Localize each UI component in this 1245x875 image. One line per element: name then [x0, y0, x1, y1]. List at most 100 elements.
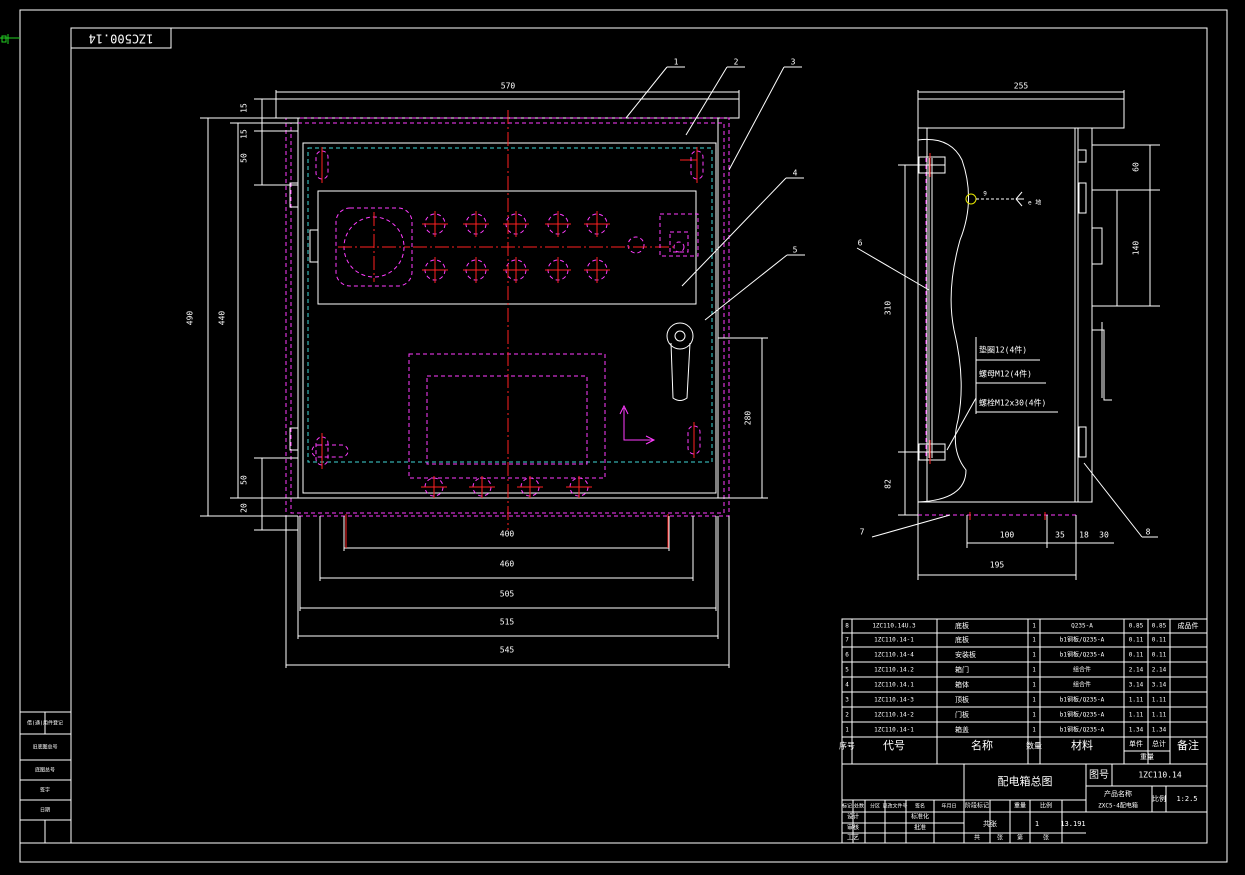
leader-number: 8	[1146, 528, 1151, 537]
dim-text: 255	[1014, 82, 1029, 91]
sheets-label: 共张	[983, 819, 997, 828]
part-qty: 1	[1032, 727, 1036, 734]
part-code: 1ZC110.14-2	[874, 712, 914, 719]
header-note: 备注	[1177, 738, 1199, 752]
hardware-callout: 螺母M12(4件)	[979, 369, 1032, 379]
dim-text: 310	[884, 301, 893, 316]
part-total-weight: 1.34	[1152, 727, 1167, 734]
part-name: 安装板	[955, 650, 976, 659]
dim-text: 515	[500, 618, 515, 627]
part-name: 底板	[955, 635, 969, 644]
header-total: 总计	[1152, 739, 1166, 748]
part-material: b1钢板/Q235-A	[1060, 696, 1105, 704]
dim-text: 280	[744, 411, 753, 426]
dim-text: 505	[500, 590, 515, 599]
leader-number: 7	[860, 528, 865, 537]
leader	[681, 177, 787, 287]
leader-number: 1	[674, 58, 679, 67]
mark-row-cell: 标记	[842, 803, 852, 810]
component-box	[408, 353, 606, 479]
dim-text: 15	[240, 129, 249, 139]
part-qty: 1	[1032, 712, 1036, 719]
scale-label: 比例	[1152, 794, 1166, 803]
side-box	[1091, 189, 1118, 307]
part-unit-weight: 1.11	[1129, 712, 1144, 719]
sheet-count: 1	[1035, 820, 1039, 828]
header-weight: 重量	[1140, 753, 1154, 761]
dim-text: 18	[1079, 531, 1089, 540]
drawing-name: 配电箱总图	[998, 774, 1053, 788]
part-code: 1ZC110.14U.3	[872, 623, 916, 630]
outer-border	[19, 9, 1228, 863]
part-no: 7	[845, 637, 849, 644]
dim-text: 100	[1000, 531, 1015, 540]
component-box-inner	[426, 375, 588, 465]
title-stamp-box	[70, 27, 172, 49]
leader	[704, 254, 788, 321]
hinge	[289, 182, 299, 208]
role-label: 设计	[847, 813, 859, 821]
product-label: 产品名称	[1104, 789, 1132, 798]
part-name: 箱体	[955, 680, 969, 689]
part-qty: 1	[1032, 682, 1036, 689]
side-view	[856, 90, 1160, 580]
part-no: 6	[845, 652, 849, 659]
corner-mark	[1, 35, 7, 43]
leader	[856, 247, 930, 291]
dim-text: 50	[240, 475, 249, 485]
header-name: 名称	[971, 738, 993, 752]
front-view	[200, 66, 805, 668]
dim-text: 15	[240, 103, 249, 113]
handle-ring	[666, 322, 694, 350]
part-total-weight: 1.11	[1152, 712, 1167, 719]
part-name: 门板	[955, 710, 969, 719]
side-handle	[1092, 329, 1112, 401]
side-top-cap	[917, 98, 1125, 129]
hardware-callout: 螺栓M12x30(4件)	[979, 398, 1046, 408]
part-total-weight: 0.11	[1152, 652, 1167, 659]
part-material: 组合件	[1073, 666, 1091, 674]
stage-label: 第	[1017, 834, 1023, 842]
part-code: 1ZC110.14-4	[874, 652, 914, 659]
ground-terminal	[965, 193, 977, 205]
header-no: 序号	[839, 741, 855, 751]
header-unit: 单件	[1129, 739, 1143, 748]
part-code: 1ZC110.14-1	[874, 637, 914, 644]
part-name: 顶板	[955, 695, 969, 704]
title-block-frame	[841, 763, 1208, 844]
switch-bolt	[673, 241, 685, 253]
part-no: 4	[845, 682, 849, 689]
left-strip-label: 借(通)用件登记	[27, 720, 63, 727]
side-hinge	[1077, 149, 1087, 163]
part-total-weight: 0.11	[1152, 637, 1167, 644]
hinge	[309, 229, 319, 263]
leader-number: 4	[793, 169, 798, 178]
part-code: 1ZC110.14-1	[874, 727, 914, 734]
part-note: 成品件	[1178, 621, 1199, 630]
part-name: 箱盖	[955, 725, 969, 734]
header-qty: 数量	[1026, 741, 1042, 751]
part-material: b1钢板/Q235-A	[1060, 726, 1105, 734]
side-hinge	[1091, 227, 1103, 265]
hinge	[289, 427, 299, 451]
role-label: 审核	[847, 824, 859, 832]
part-qty: 1	[1032, 697, 1036, 704]
part-code: 1ZC110.14-3	[874, 697, 914, 704]
stage-row-cell: 比例	[1040, 802, 1052, 810]
drawing-no-label: 图号	[1089, 769, 1109, 781]
product-name: ZXC5-4配电箱	[1098, 802, 1138, 810]
dim-text: 195	[990, 561, 1005, 570]
part-no: 5	[845, 667, 849, 674]
side-hinge	[1078, 426, 1087, 458]
ground-symbol	[1015, 191, 1024, 207]
leader	[1083, 462, 1143, 538]
dim-text: 400	[500, 530, 515, 539]
dim-text: 570	[501, 82, 516, 91]
switch-knob	[627, 236, 645, 254]
header-material: 材料	[1071, 738, 1093, 752]
part-unit-weight: 2.14	[1129, 667, 1144, 674]
part-no: 8	[845, 623, 849, 630]
stage-row-cell: 重量	[1014, 802, 1026, 810]
mark-row-cell: 处数	[854, 803, 864, 810]
leader	[946, 397, 977, 451]
